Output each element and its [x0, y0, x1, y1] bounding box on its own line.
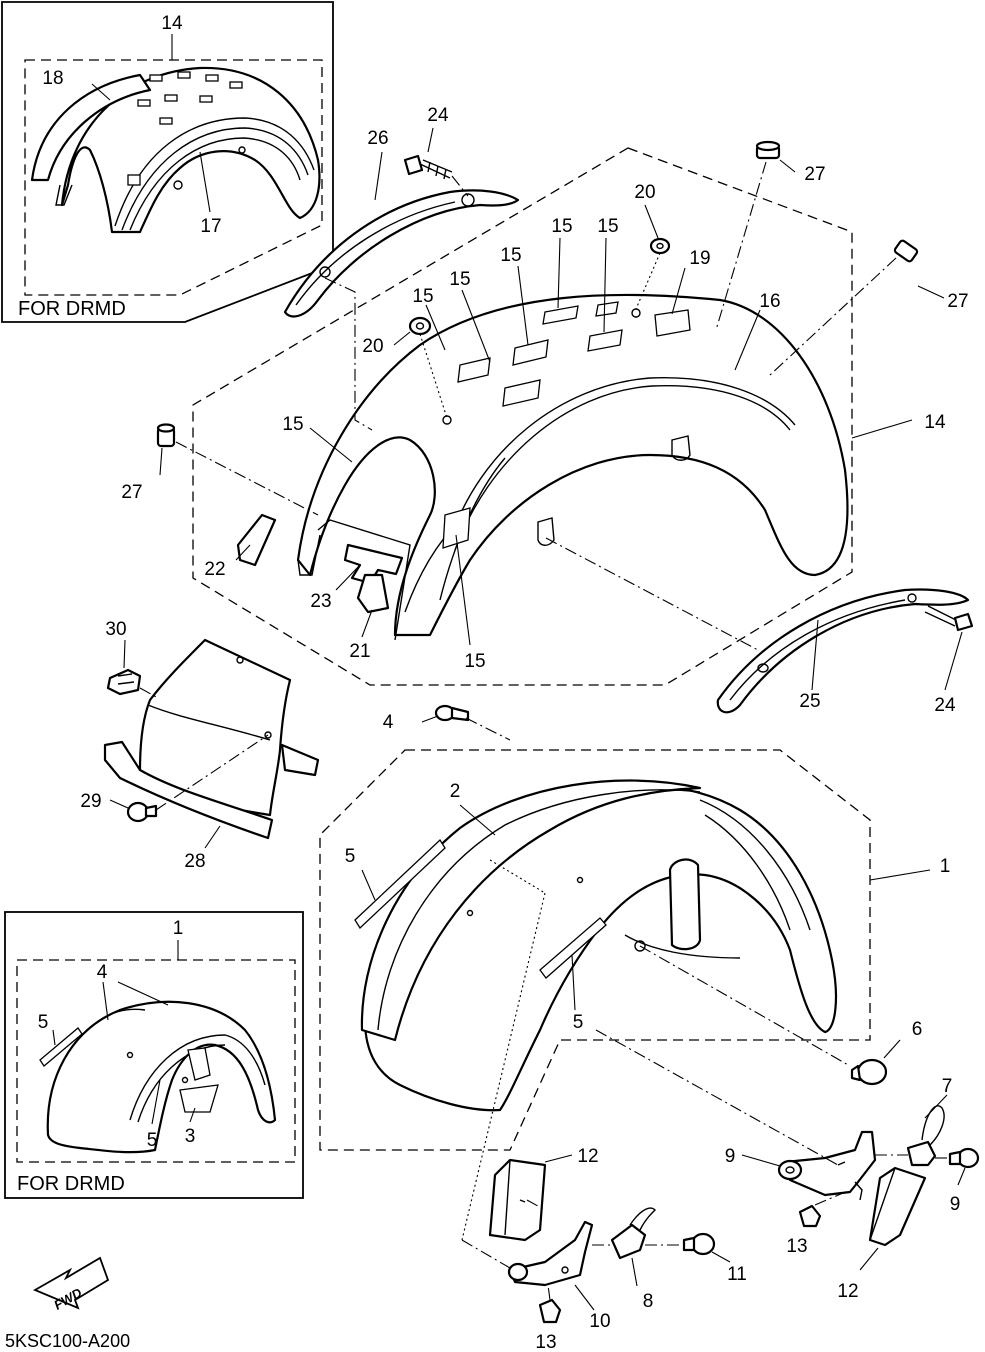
- callout-30: 30: [105, 619, 126, 640]
- callout-25: 25: [799, 691, 820, 712]
- rail-25: [716, 588, 970, 714]
- mudflap-18: [30, 73, 152, 182]
- wire-clip-8: [610, 1207, 656, 1287]
- callout-5-right: 5: [573, 1012, 584, 1033]
- callout-9-right: 9: [950, 1194, 961, 1215]
- callout-5-inset-right: 5: [147, 1130, 158, 1151]
- callout-14-inset: 14: [161, 13, 183, 34]
- callout-16: 16: [759, 291, 780, 312]
- diagram-code: 5KSC100-A200: [5, 1331, 130, 1351]
- decals-15: [442, 301, 623, 549]
- bolt-6: [850, 1058, 888, 1086]
- callout-5-left: 5: [345, 846, 356, 867]
- callout-4-inset: 4: [97, 962, 108, 983]
- nut-13-left: [538, 1298, 562, 1324]
- callout-5-inset-left: 5: [38, 1012, 49, 1033]
- callout-24-right: 24: [934, 695, 956, 716]
- front-fender-lip: [360, 779, 702, 1042]
- part-3: [179, 1084, 219, 1113]
- callout-6: 6: [912, 1019, 923, 1040]
- group-1-boundary: [319, 749, 871, 1151]
- callout-7: 7: [942, 1076, 953, 1097]
- callout-15-f: 15: [282, 414, 303, 435]
- front-fender: [363, 782, 838, 1112]
- screw-9-right: [948, 1147, 980, 1169]
- callout-28: 28: [184, 851, 205, 872]
- callout-20-top: 20: [634, 182, 655, 203]
- callout-27-left: 27: [121, 482, 142, 503]
- wire-clip-7: [906, 1105, 945, 1167]
- screw-29: [126, 801, 158, 823]
- clip-30: [106, 668, 142, 696]
- callout-3-inset: 3: [185, 1126, 196, 1147]
- callout-4: 4: [383, 712, 394, 733]
- callout-13-left: 13: [535, 1332, 556, 1352]
- part-22: [236, 513, 277, 567]
- callout-14: 14: [924, 412, 946, 433]
- inset-top-caption: FOR DRMD: [18, 298, 126, 320]
- callout-15-d: 15: [449, 269, 470, 290]
- callout-27-top: 27: [804, 164, 825, 185]
- grommet-27-left: [156, 423, 176, 448]
- nut-13-right: [798, 1204, 822, 1228]
- callout-2: 2: [450, 781, 461, 802]
- callout-15-e: 15: [412, 286, 433, 307]
- callout-24-top: 24: [427, 105, 449, 126]
- reflector-12-left: [488, 1158, 547, 1242]
- inset-top-drmd: 14 18 17 FOR DRMD: [1, 1, 334, 323]
- reflector-bracket-group: 12 10 13 8 11: [461, 1029, 980, 1352]
- grommet-27-right: [893, 239, 919, 263]
- callout-23: 23: [310, 591, 331, 612]
- callout-15-c: 15: [500, 245, 521, 266]
- rear-fender-group: 14: [121, 105, 974, 716]
- front-fender-group: 1 4 2: [319, 704, 951, 1241]
- bolt-24-top: [403, 154, 453, 180]
- screw-11: [682, 1232, 716, 1256]
- callout-13-right: 13: [786, 1236, 807, 1257]
- rail-26: [283, 189, 520, 318]
- callout-9-left: 9: [725, 1146, 736, 1167]
- callout-20-left: 20: [362, 336, 383, 357]
- bracket-10: [508, 1220, 594, 1287]
- callout-15-a: 15: [551, 216, 572, 237]
- stripe-5-left: [354, 838, 446, 930]
- washer-20-left: [408, 316, 432, 336]
- rear-fender-drmd: [60, 66, 321, 234]
- callout-8: 8: [643, 1291, 654, 1312]
- forward-arrow: FWD: [32, 1256, 110, 1313]
- washer-20-top: [649, 237, 671, 255]
- inset-bottom-drmd: 1 4 5 5 3 FOR DRMD: [4, 911, 304, 1199]
- grommet-27-top: [755, 140, 781, 160]
- callout-1-inset: 1: [173, 918, 184, 939]
- callout-12-left: 12: [577, 1146, 598, 1167]
- callout-29: 29: [80, 791, 101, 812]
- callout-27-right: 27: [947, 291, 968, 312]
- callout-15-b: 15: [597, 216, 618, 237]
- callout-22: 22: [204, 559, 225, 580]
- reflector-12-right: [868, 1166, 927, 1247]
- license-bracket-group: 30 29 28: [80, 619, 320, 872]
- callout-10: 10: [589, 1311, 610, 1332]
- callout-1: 1: [940, 856, 951, 877]
- callout-11: 11: [727, 1264, 747, 1285]
- callout-17: 17: [200, 216, 221, 237]
- decal-19: [654, 309, 691, 337]
- callout-26: 26: [367, 128, 388, 149]
- callout-19: 19: [689, 248, 710, 269]
- inset-bottom-caption: FOR DRMD: [17, 1173, 125, 1195]
- group-14-boundary: [192, 147, 853, 686]
- bracket-right: [783, 1130, 877, 1197]
- stripe-5-drmd: [39, 1027, 83, 1067]
- bracket-28: [103, 740, 274, 840]
- callout-21: 21: [349, 641, 370, 662]
- bolt-24-right: [924, 605, 974, 632]
- callout-12-right: 12: [837, 1281, 858, 1302]
- callout-15-g: 15: [464, 651, 485, 672]
- callout-18: 18: [42, 68, 63, 89]
- stripe-5-right: [539, 917, 607, 979]
- bolt-4: [434, 704, 470, 722]
- part-21: [356, 573, 390, 614]
